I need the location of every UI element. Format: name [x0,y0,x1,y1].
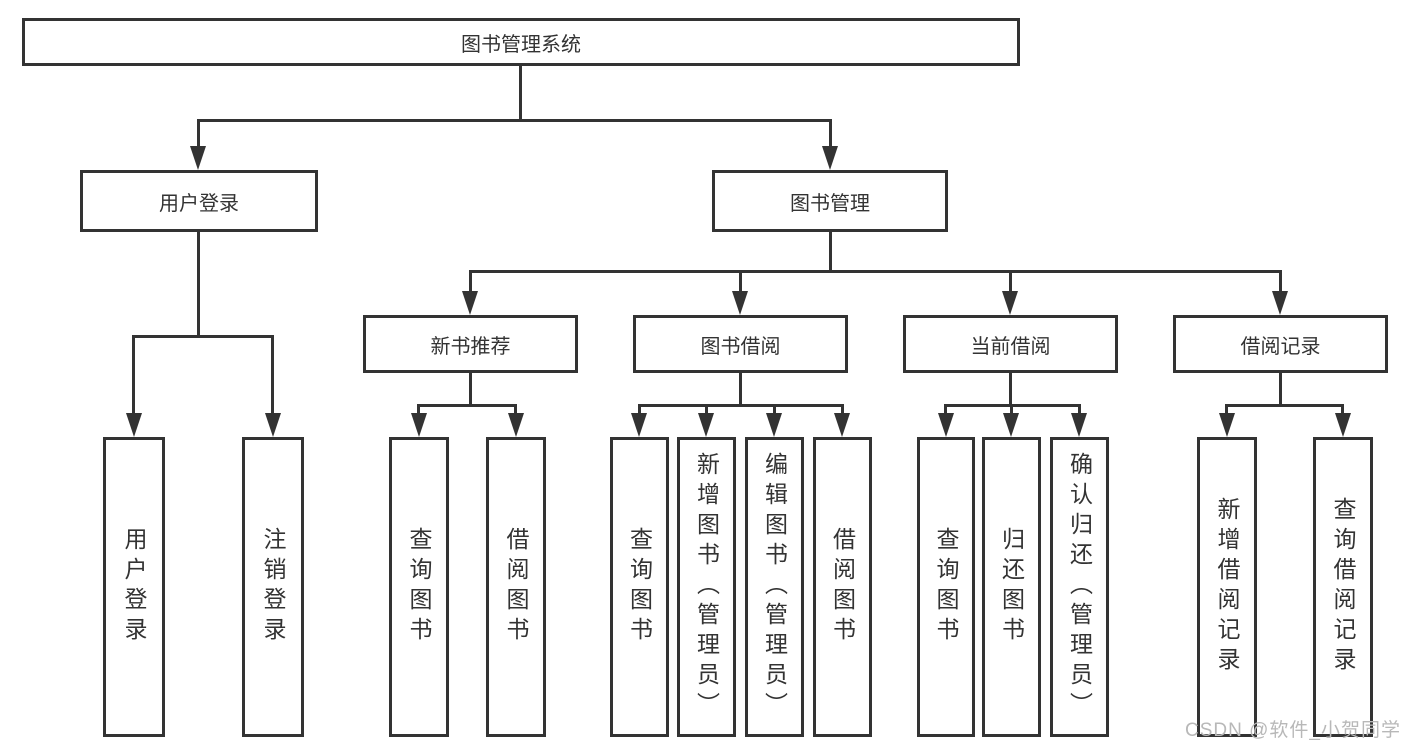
connector-line [739,270,742,291]
down-arrow-icon [1335,413,1351,437]
connector-line [1078,404,1081,414]
leaf-label: 编辑图书（管理员） [761,452,788,722]
down-arrow-icon [508,413,524,437]
node-label: 图书管理系统 [461,33,581,56]
connector-line [197,232,200,336]
down-arrow-icon [631,413,647,437]
node-label: 新书推荐 [430,335,511,358]
watermark: CSDN @软件_小贺同学 [1185,720,1401,741]
node-borrowing-records: 借阅记录 [1173,315,1388,373]
down-arrow-icon [766,413,782,437]
leaf-label: 查询图书 [933,527,959,647]
leaf-logout-login: 注销登录 [242,437,304,737]
leaf-add-borrow-record: 新增借阅记录 [1197,437,1257,737]
leaf-add-book-admin: 新增图书（管理员） [677,437,736,737]
down-arrow-icon [190,146,206,170]
connector-line [271,335,274,413]
connector-line [638,404,844,407]
connector-line [1279,270,1282,291]
node-label: 当前借阅 [970,335,1051,358]
connector-line [469,373,472,405]
leaf-label: 查询图书 [626,527,653,647]
connector-line [469,270,472,291]
connector-line [1225,404,1228,414]
node-new-book-recommend: 新书推荐 [363,315,578,373]
connector-line [132,335,135,413]
node-user-login: 用户登录 [80,170,318,232]
leaf-label: 借阅图书 [829,527,856,647]
leaf-query-books: 查询图书 [389,437,449,737]
connector-line [829,232,832,272]
leaf-query-books: 查询图书 [917,437,975,737]
leaf-label: 新增借阅记录 [1214,497,1240,677]
connector-line [829,119,832,146]
connector-line [841,404,844,414]
connector-line [944,404,947,414]
leaf-borrow-books: 借阅图书 [486,437,546,737]
leaf-label: 注销登录 [260,527,286,647]
connector-line [514,404,517,414]
connector-line [705,404,708,414]
connector-line [638,404,641,414]
leaf-label: 借阅图书 [503,527,529,647]
connector-line [1009,373,1012,405]
leaf-label: 新增图书（管理员） [693,452,720,722]
down-arrow-icon [1219,413,1235,437]
leaf-borrow-books: 借阅图书 [813,437,872,737]
connector-line [1225,404,1344,407]
node-library-management-system: 图书管理系统 [22,18,1020,66]
down-arrow-icon [1071,413,1087,437]
down-arrow-icon [732,291,748,315]
node-label: 借阅记录 [1240,335,1321,358]
down-arrow-icon [822,146,838,170]
node-current-borrowing: 当前借阅 [903,315,1118,373]
down-arrow-icon [938,413,954,437]
leaf-label: 用户登录 [121,527,147,647]
connector-line [1010,404,1013,414]
connector-line [1009,270,1012,291]
leaf-query-borrow-record: 查询借阅记录 [1313,437,1373,737]
connector-line [417,404,517,407]
connector-line [1279,373,1282,405]
down-arrow-icon [1002,291,1018,315]
leaf-edit-book-admin: 编辑图书（管理员） [745,437,804,737]
connector-line [417,404,420,414]
leaf-label: 归还图书 [998,527,1025,647]
leaf-user-login: 用户登录 [103,437,165,737]
down-arrow-icon [462,291,478,315]
leaf-query-books: 查询图书 [610,437,669,737]
down-arrow-icon [834,413,850,437]
leaf-label: 查询借阅记录 [1330,497,1356,677]
down-arrow-icon [698,413,714,437]
down-arrow-icon [265,413,281,437]
down-arrow-icon [411,413,427,437]
connector-line [197,119,200,146]
down-arrow-icon [126,413,142,437]
node-label: 图书管理 [790,192,870,215]
down-arrow-icon [1272,291,1288,315]
connector-line [773,404,776,414]
leaf-confirm-return-admin: 确认归还（管理员） [1050,437,1109,737]
leaf-label: 查询图书 [406,527,432,647]
connector-line [469,270,1282,273]
node-book-borrowing: 图书借阅 [633,315,848,373]
leaf-label: 确认归还（管理员） [1066,452,1093,722]
connector-line [132,335,274,338]
node-label: 用户登录 [159,192,239,215]
connector-line [739,373,742,405]
node-book-management: 图书管理 [712,170,948,232]
connector-line [519,65,522,120]
connector-line [1341,404,1344,414]
node-label: 图书借阅 [700,335,781,358]
down-arrow-icon [1003,413,1019,437]
connector-line [197,119,832,122]
leaf-return-book: 归还图书 [982,437,1041,737]
